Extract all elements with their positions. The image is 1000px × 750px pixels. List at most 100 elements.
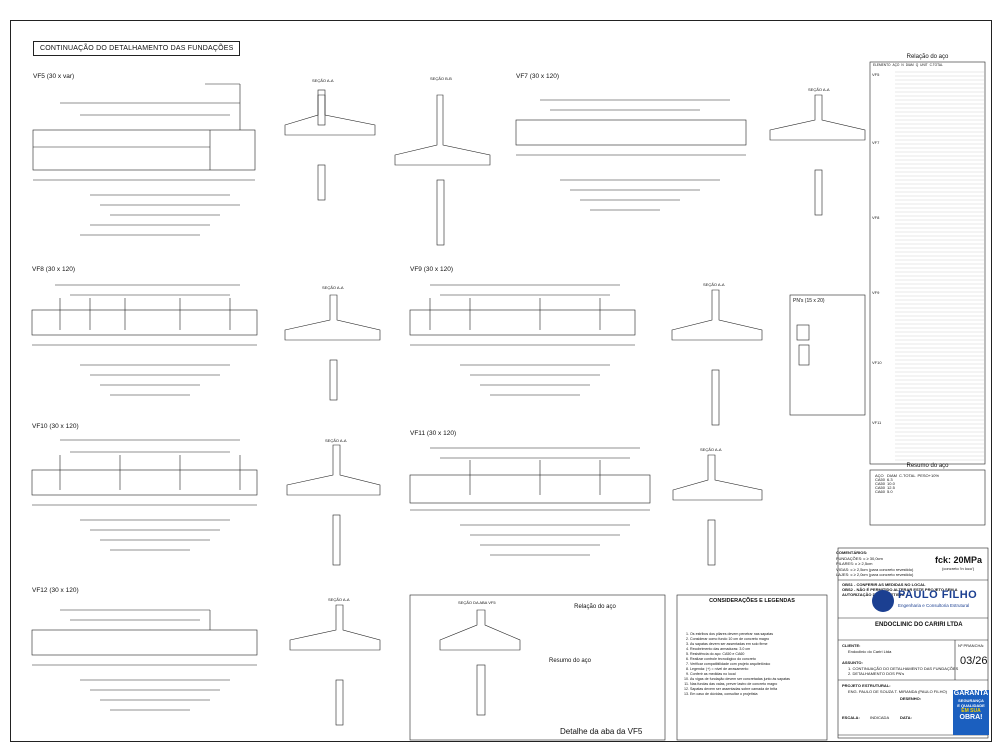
comments-block: COMENTÁRIOS: FUNDAÇÕES: c ≥ 30,0cm PILAR… [836,550,936,578]
drawing-label: DESENHO: [900,696,922,701]
vf9-elevation [409,309,636,336]
scale-value: INDICADA [870,715,890,720]
legend-items: Os estribos dos pilares devem penetrar n… [680,632,825,697]
beam-title-vf8: VF8 (30 x 120) [32,266,75,273]
comment-line: PILARES: c ≥ 2,5cm [836,561,873,566]
vf8-section [284,294,381,341]
client-detail: Endoclinic do Cariri Ltda [848,649,892,654]
vf5-section-bb-label: SEÇÃO B-B [430,76,452,81]
beam-title-vf10: VF10 (30 x 120) [32,423,79,430]
sum-cell: 6.3 [887,476,893,482]
col-q: Q [915,63,919,67]
date-label: DATA: [900,715,912,720]
badge-line: E QUALIDADE [957,703,985,708]
subject-line-1: 1. CONTINUAÇÃO DO DETALHAMENTO DAS FUNDA… [848,666,959,671]
sum-col-ctotal: C.TOTAL [899,473,916,478]
steel-relation-table: ELEMENTO AÇO N DIAM Q UNIT C.TOTAL [872,63,944,68]
legend-box [676,594,828,741]
vf7-elevation [515,119,747,146]
col-ctotal: C.TOTAL [929,63,943,67]
engineer-name: ENG. PAULO DE SOUZA T. MIRANDA (PAULO FI… [848,689,947,694]
comments-title: COMENTÁRIOS: [836,550,868,555]
sum-col-aco: AÇO [875,473,884,478]
sum-cell: CA60 [875,488,886,494]
client-name: ENDOCLINIC DO CARIRI LTDA [875,622,963,628]
scale-label: ESCALA: [842,715,860,720]
group-vf10: VF10 [872,360,882,365]
legend-item: As sapatas devem ser assentadas em solo … [690,642,825,647]
legend-item: Recobrimento das armaduras: 3.0 cm [690,647,825,652]
group-vf8: VF8 [872,215,880,220]
vf5-elevation [32,129,256,171]
legend-item: As vigas de fundação devem ser concretad… [690,677,825,682]
vf5-section-aa-label: SEÇÃO A-A [312,78,334,83]
pn-detail [789,294,866,416]
comment-line: VIGAS: c ≥ 2,5cm (para concreto revestid… [836,566,914,572]
legend-item: Resistência do aço: CA50 e CA60 [690,652,825,657]
legend-item: Realizar controle tecnológico do concret… [690,657,825,662]
sheet-number: 03/26 [960,655,988,667]
legend-title: CONSIDERAÇÕES E LEGENDAS [709,598,795,604]
vf7-section [769,94,866,141]
legend-item: Sapatas devem ser assentadas sobre camad… [690,687,825,692]
group-vf11: VF11 [872,420,882,425]
client-label: CLIENTE: [842,643,861,648]
vf9-section [671,289,763,341]
vf12-section-label: SEÇÃO A-A [328,597,350,602]
group-vf7: VF7 [872,140,880,145]
comment-line: LAJES: c ≥ 2,0cm (para concreto revestid… [836,572,914,577]
brand-tagline: Engenharia e Consultoria Estrutural [898,603,970,608]
col-n: N [901,63,904,67]
sum-col-diam: DIAM [887,473,898,478]
vf11-section-label: SEÇÃO A-A [700,447,722,452]
badge-line: SEGURANÇA [958,698,984,703]
vf5-section-bb [394,94,491,166]
legend-item: Legenda: (+) = nível de arrasamento [690,667,825,672]
steel-relation-title: Relação do aço [906,54,949,60]
beam-title-vf9: VF9 (30 x 120) [410,266,453,273]
group-vf5: VF5 [872,72,880,77]
vf11-section [672,454,763,501]
comment-line: FUNDAÇÕES: c ≥ 30,0cm [836,555,883,561]
sum-cell: CA50 [875,476,886,482]
sum-cell: 12.5 [887,484,895,490]
vf10-section-label: SEÇÃO A-A [325,438,347,443]
detail-relation-title: Relação do aço [574,604,616,610]
badge-line: EM SUA [961,708,981,714]
badge-line: OBRA! [959,714,983,721]
col-aco: AÇO [892,63,900,67]
legend-item: Considerar como fundo 10 cm de concreto … [690,637,825,642]
fck-value: fck: 20MPa [935,555,983,565]
vf8-section-label: SEÇÃO A-A [322,285,344,290]
badge-line: GARANTA [953,690,989,697]
sum-cell: CA50 [875,484,886,490]
sum-cell: 10.0 [887,480,895,486]
subject-label: ASSUNTO: [842,660,863,665]
sheet-number-label: Nº PRANCHA: [958,643,985,648]
drawing-sheet [10,20,992,742]
beam-title-vf5: VF5 (30 x var) [33,73,75,80]
brand-logo-icon [872,590,894,612]
detail-section-label: SEÇÃO DA ABA VF5 [458,600,496,605]
sum-col-peso: PESO+10% [917,473,940,478]
legend-item: Em caso de dúvidas, consultar o projetis… [690,692,825,697]
vf7-section-label: SEÇÃO A-A [808,87,830,92]
beam-title-vf11: VF11 (30 x 120) [410,430,457,437]
brand-name: PAULO FILHO [898,589,978,601]
quality-badge: GARANTA SEGURANÇA E QUALIDADE EM SUA OBR… [953,690,989,735]
pn-label: PN's (15 x 20) [793,298,825,304]
vf11-elevation [409,474,651,504]
legend-item: Nas fundas das valas, prever lastro de c… [690,682,825,687]
detail-summary-title: Resumo do aço [548,658,592,664]
vf12-elevation [31,629,258,656]
vf10-section [286,444,381,496]
legend-item: Conferir as medidas no local [690,672,825,677]
obs1: OBS1 - CONFERIR AS MEDIDAS NO LOCAL [842,582,926,587]
vf9-section-label: SEÇÃO A-A [703,282,725,287]
steel-relation-frame [869,61,986,465]
detail-caption: Detalhe da aba da VF5 [560,727,643,736]
sum-cell: CA50 [875,480,886,486]
